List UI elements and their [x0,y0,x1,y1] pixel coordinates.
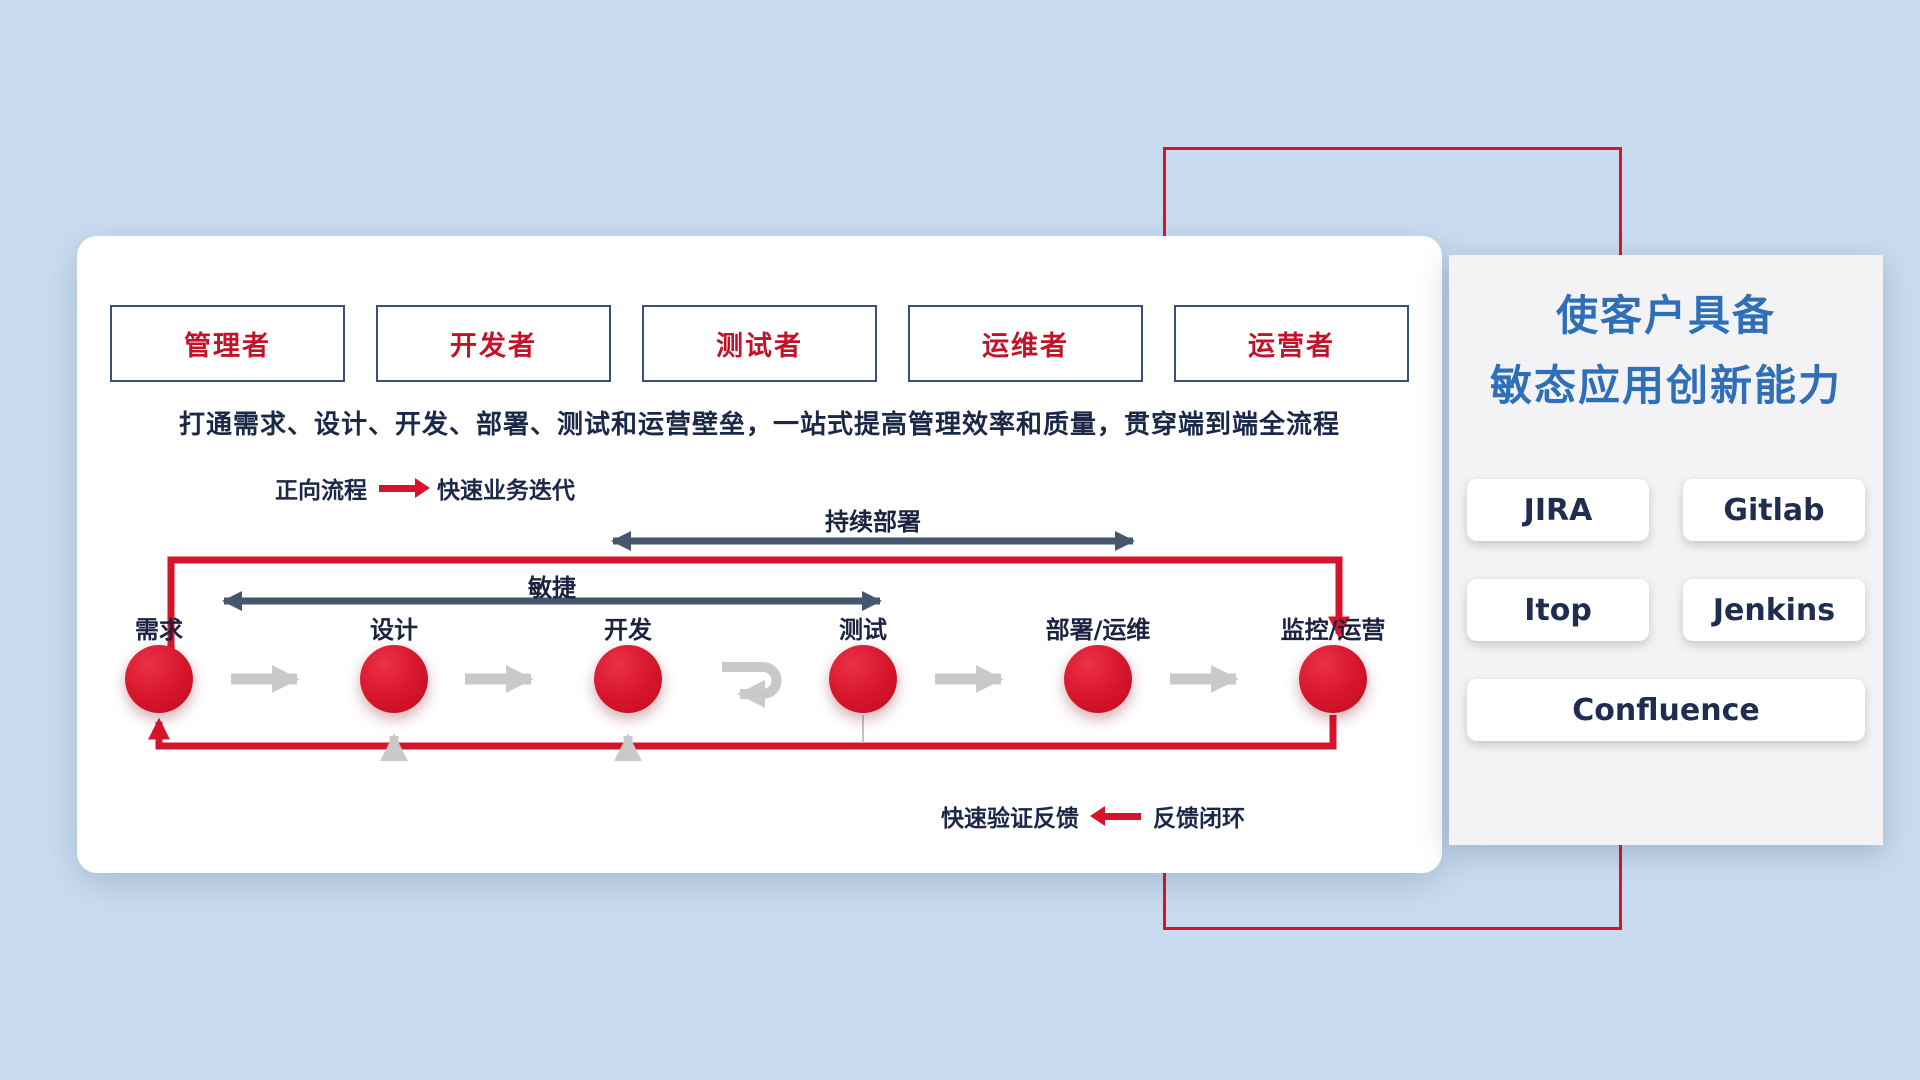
role-label: 开发者 [450,331,537,362]
stage-label-monitor-op: 监控/运营 [1280,616,1386,644]
roles-row: 管理者 开发者 测试者 运维者 运营者 [110,305,1409,382]
role-label: 运营者 [1248,331,1335,362]
panel-description: 打通需求、设计、开发、部署、测试和运营壁垒，一站式提高管理效率和质量，贯穿端到端… [178,410,1340,440]
iterate-loop-icon [722,662,782,708]
tool-chip-itop: Itop [1467,579,1649,641]
red-feedback-loop-line [148,715,1337,750]
stage-node-design [360,645,428,713]
capability-title-line2: 敏态应用创新能力 [1489,361,1842,410]
stage-label-requirements: 需求 [135,616,183,644]
role-box-tester: 测试者 [642,305,877,382]
red-forward-loop-line [167,556,1350,650]
stage-label-design: 设计 [370,616,418,644]
stage-label-deploy-ops: 部署/运维 [1045,616,1151,644]
legend-feedback-label: 快速验证反馈 [941,806,1079,832]
feedback-arrow-icon [1105,812,1141,820]
capability-title-line1: 使客户具备 [1555,291,1776,340]
agile-label: 敏捷 [528,574,576,602]
legend-forward-label: 正向流程 [275,478,367,504]
legend-forward: 正向流程 快速业务迭代 [275,472,575,504]
stage-label-test: 测试 [839,616,887,644]
role-label: 管理者 [184,331,271,362]
legend-feedback-value: 反馈闭环 [1153,806,1245,832]
forward-arrow-icon [379,484,415,492]
stage-node-requirements [125,645,193,713]
tool-chip-confluence: Confluence [1467,679,1865,741]
flow-diagram [148,531,1350,762]
stage-node-deploy-ops [1064,645,1132,713]
stage-node-develop [594,645,662,713]
legend-feedback: 快速验证反馈 反馈闭环 [941,800,1245,832]
role-label: 运维者 [982,331,1069,362]
role-box-manager: 管理者 [110,305,345,382]
role-label: 测试者 [716,331,803,362]
stage-node-monitor-op [1299,645,1367,713]
role-box-developer: 开发者 [376,305,611,382]
tool-chip-jenkins: Jenkins [1683,579,1865,641]
stage-label-develop: 开发 [604,616,652,644]
role-box-operator: 运营者 [1174,305,1409,382]
tool-chip-gitlab: Gitlab [1683,479,1865,541]
tool-chip-jira: JIRA [1467,479,1649,541]
role-box-ops: 运维者 [908,305,1143,382]
cd-label: 持续部署 [825,508,921,536]
capability-panel: 使客户具备 敏态应用创新能力 JIRA Gitlab Itop Jenkins … [1449,255,1883,845]
stage-node-test [829,645,897,713]
tools-grid: JIRA Gitlab Itop Jenkins Confluence [1467,479,1865,741]
legend-forward-value: 快速业务迭代 [437,478,575,504]
devops-flow-panel: 管理者 开发者 测试者 运维者 运营者 打通需求、设计、开发、部署、测试和运营壁… [77,236,1442,873]
